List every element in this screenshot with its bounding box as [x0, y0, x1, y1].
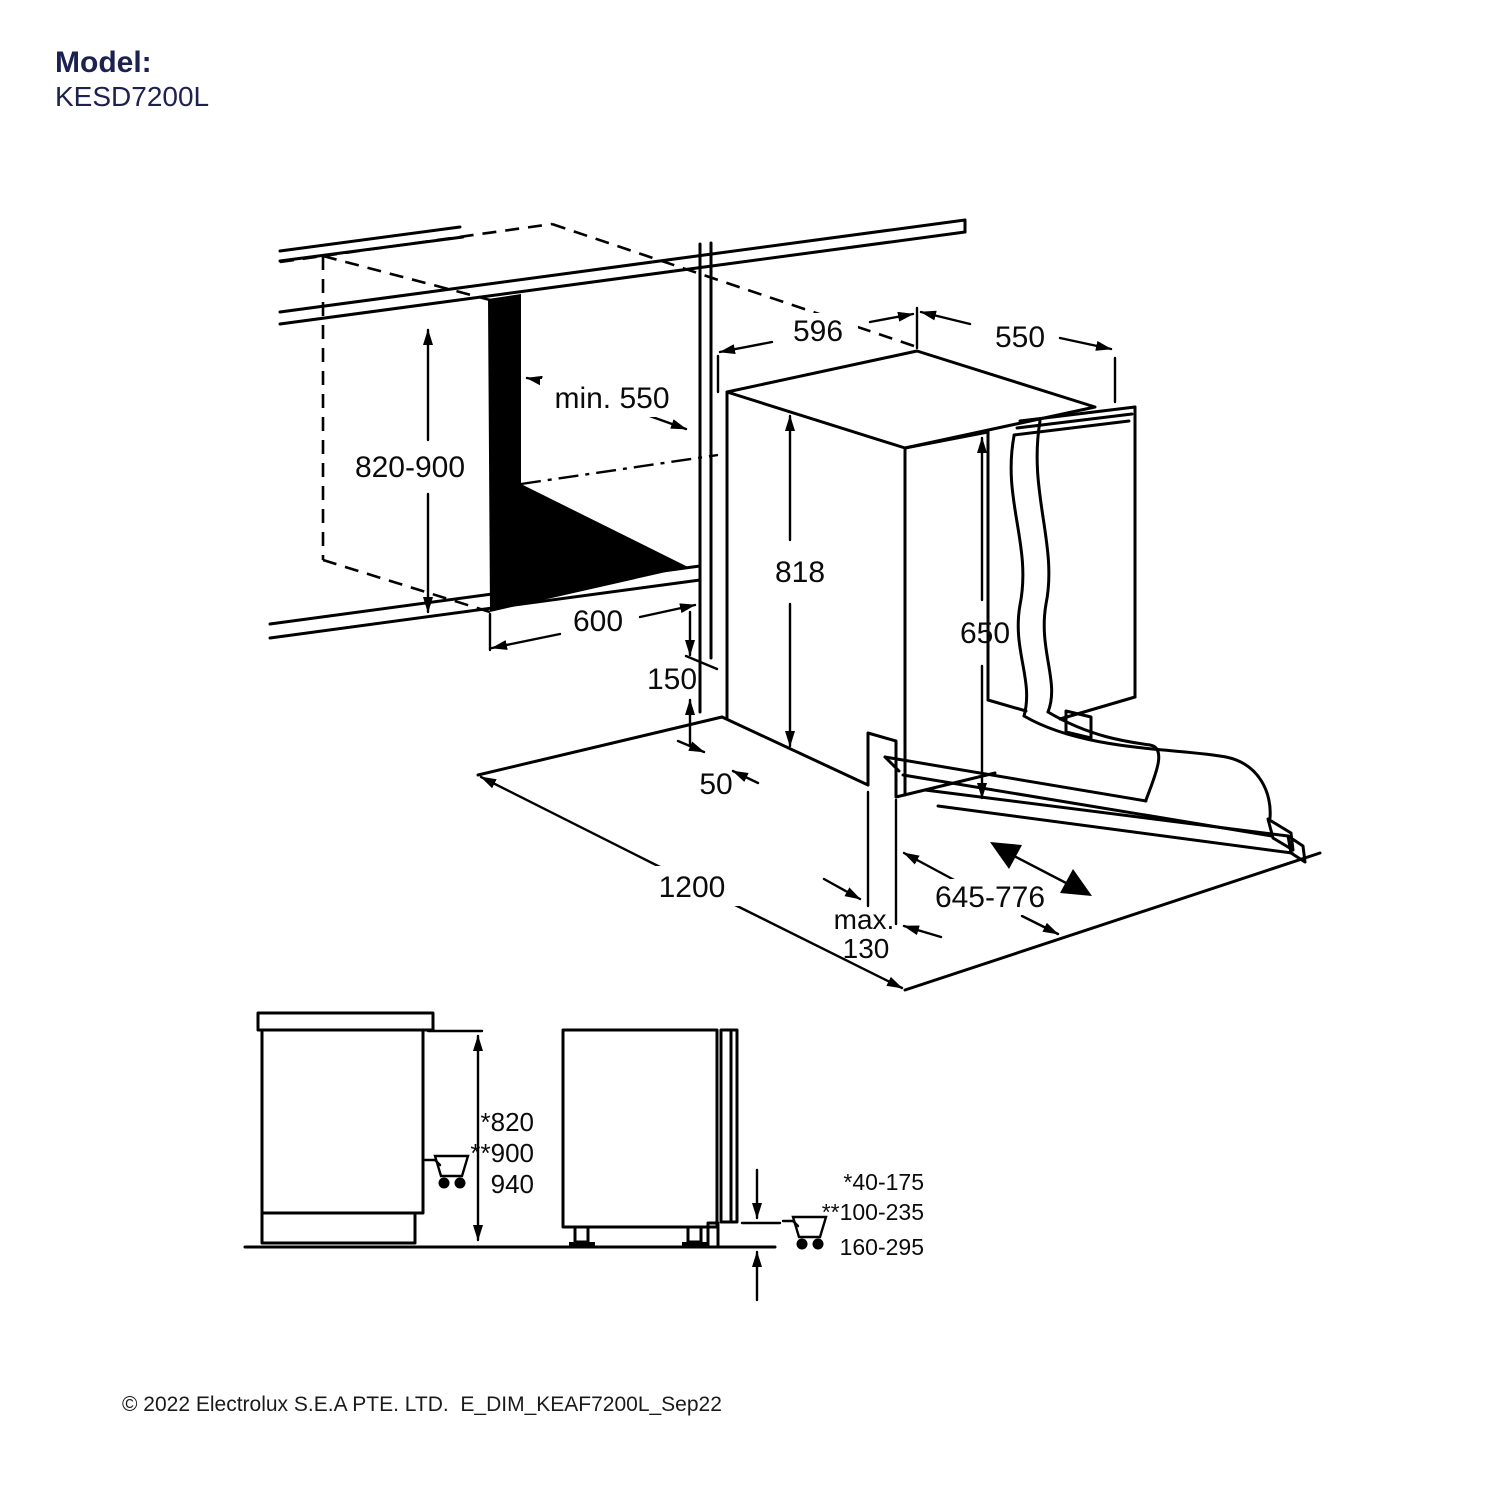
hidden-edge	[279, 254, 324, 264]
niche-opening	[279, 222, 921, 614]
dim-label-niche-width: 600	[573, 605, 623, 638]
slide-panel-left-cut	[883, 755, 901, 773]
dim-1200-segment-b	[725, 899, 904, 990]
dim-label-plinth-recess-1: max.	[834, 904, 895, 935]
floor-top-left-edge	[476, 715, 724, 777]
label-bg	[778, 313, 858, 349]
dishwasher-body-side	[561, 1028, 719, 1229]
dim-50-right	[731, 769, 760, 785]
min-depth-centerline	[520, 453, 719, 486]
door-sheet-upper-curve	[1022, 714, 1272, 820]
door-top-edge-1	[1018, 405, 1137, 423]
label-bg	[335, 448, 485, 488]
dim-label-door-slide-range: 645-776	[935, 881, 1045, 914]
slide-arrow-head-left	[990, 842, 1022, 869]
tub-top-edge	[903, 430, 990, 450]
copyright-line: © 2022 Electrolux S.E.A PTE. LTD. E_DIM_…	[122, 1393, 722, 1416]
counter-front-bottom-edge	[278, 230, 967, 326]
label-foot-range-1: *40-175	[843, 1169, 924, 1195]
cabinet-worktop	[256, 1011, 435, 1032]
dim-50-left	[676, 739, 706, 754]
dim-600-left	[490, 632, 562, 650]
door-group	[883, 405, 1307, 896]
floor-plane	[476, 715, 1322, 992]
side-view-dishwasher: *40-175 **100-235 160-295	[538, 1028, 924, 1302]
dim-596-left	[718, 340, 774, 355]
label-cabinet-height-3: 940	[491, 1169, 534, 1199]
cabinet-body	[260, 1028, 425, 1215]
label-bg	[640, 866, 746, 906]
door-break-wave-right	[1035, 419, 1054, 714]
hidden-back-top-edge	[322, 222, 553, 258]
unit-bottom-front-edge	[720, 715, 870, 787]
door-top-edge-2	[1015, 412, 1134, 430]
dim-600-right	[638, 603, 697, 619]
door-bottom-edge	[1058, 695, 1137, 721]
label-cabinet-height-1: *820	[481, 1107, 535, 1137]
counter-back-edge	[278, 225, 462, 253]
dim-550-right	[1058, 336, 1113, 351]
label-foot-range-3: 160-295	[840, 1234, 924, 1260]
foot-rear-base	[682, 1242, 708, 1248]
label-bg	[540, 379, 685, 417]
model-number: KESD7200L	[55, 81, 209, 112]
niche-shadow	[488, 294, 688, 612]
dim-label-plinth-recess-2: 130	[843, 933, 890, 964]
dim-550-left	[919, 310, 972, 326]
foot-front-base	[569, 1242, 595, 1248]
door-hinge-tab	[1064, 709, 1093, 740]
door-panel-side	[719, 1028, 739, 1224]
side-view-cabinet: *820 **900 940	[243, 1011, 564, 1249]
dim-label-unit-width: 596	[793, 315, 843, 348]
slide-rail-end-face	[1286, 834, 1307, 864]
cart-icon	[781, 1215, 828, 1251]
dim-596-right	[868, 311, 915, 324]
slide-arrow-head-right	[1060, 869, 1092, 896]
slide-arrow-shaft	[1012, 854, 1070, 886]
slide-rail-bottom-edge	[936, 804, 1294, 855]
foot-front-stem	[573, 1225, 590, 1244]
door-break-wave-left	[1009, 434, 1029, 718]
slide-panel-top-edge	[883, 755, 1148, 803]
dim-label-door-inner-height: 650	[960, 617, 1010, 650]
dim-1200-segment-a	[479, 775, 662, 869]
label-bg	[930, 879, 1050, 915]
floor-right-edge	[903, 851, 1322, 992]
tub-bottom-edge	[986, 698, 1028, 713]
dim-max130-arrow-right	[902, 924, 943, 939]
label-cabinet-height-2: **900	[470, 1138, 534, 1168]
dim-label-niche-depth: min. 550	[554, 382, 669, 415]
cart-icon	[423, 1154, 470, 1190]
slide-panel-end-face	[1266, 817, 1295, 852]
hidden-bottom-edge	[322, 558, 491, 614]
dim-label-side-gap: 50	[699, 768, 732, 801]
dim-label-front-clearance: 1200	[659, 871, 726, 904]
door-top-edge-3	[1012, 419, 1131, 437]
hidden-top-left-edge	[322, 254, 491, 302]
foot-rear-stem	[686, 1225, 703, 1244]
dim-label-unit-depth: 550	[995, 321, 1045, 354]
cabinet-plinth	[260, 1211, 417, 1245]
unit-top-face	[725, 349, 1097, 450]
dim-645-776-right	[1020, 914, 1060, 936]
dim-645-776-left	[902, 851, 960, 884]
plinth-bottom-edge	[268, 578, 702, 640]
dim-150-tick	[684, 654, 719, 671]
counter-run	[268, 218, 967, 714]
hidden-alignment-line	[551, 222, 921, 350]
model-label: Model:	[55, 46, 152, 79]
dim-label-unit-height: 818	[775, 556, 825, 589]
dim-max130-arrow-left	[822, 877, 862, 901]
dim-label-niche-height: 820-900	[355, 451, 465, 484]
label-foot-range-2: **100-235	[822, 1199, 924, 1225]
dimensions: min. 550 820-900 600 596 550 818 650	[335, 306, 1117, 964]
counter-front-top-edge	[278, 218, 967, 314]
door-sheet-lower-curve	[1046, 710, 1161, 802]
dim-label-plinth-height: 150	[647, 663, 697, 696]
